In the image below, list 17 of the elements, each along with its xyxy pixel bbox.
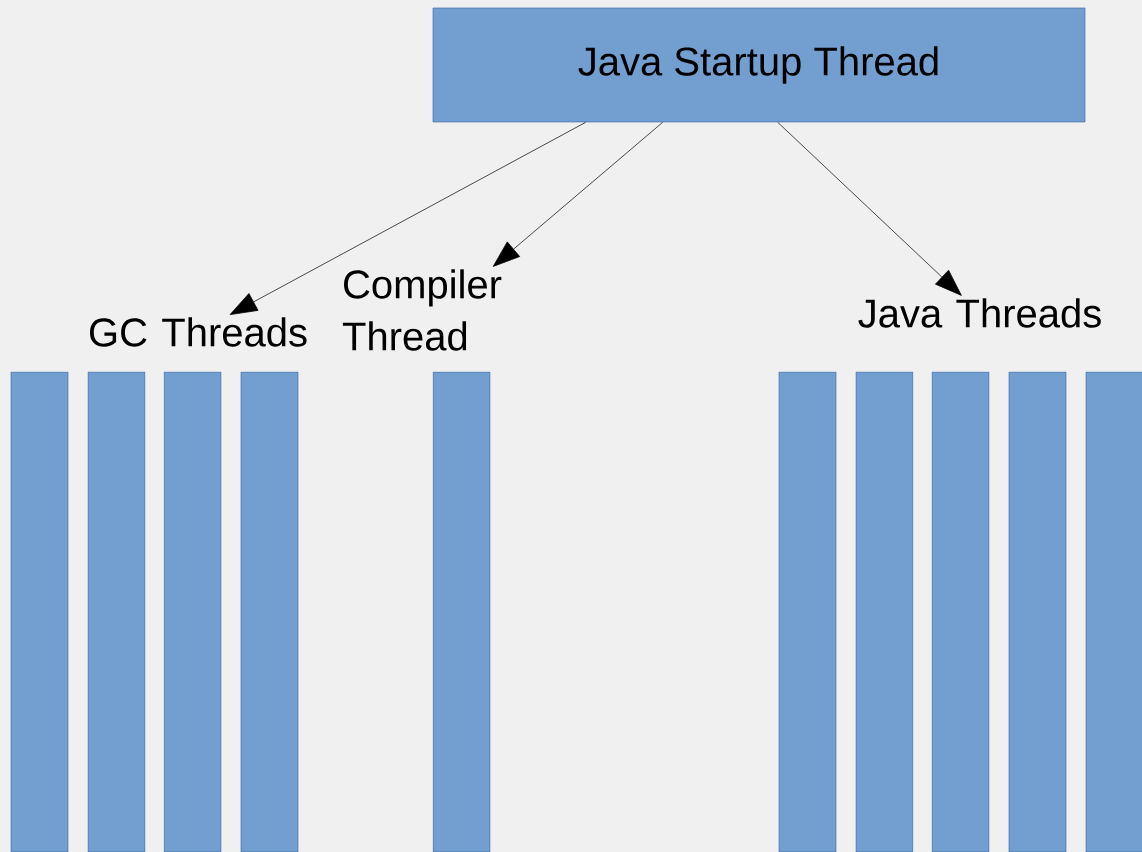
thread-label: Java Threads xyxy=(858,298,1101,328)
thread-bar xyxy=(931,371,990,852)
thread-box: Java Startup Thread xyxy=(432,7,1086,123)
thread-bar xyxy=(432,371,491,852)
arrow xyxy=(229,121,587,315)
thread-bar xyxy=(778,371,837,852)
thread-label: Compiler Thread xyxy=(342,269,502,351)
thread-label: GC Threads xyxy=(90,317,307,347)
thread-bar xyxy=(10,371,69,852)
thread-bar xyxy=(240,371,299,852)
thread-bar xyxy=(1008,371,1067,852)
arrow xyxy=(492,121,664,267)
thread-bar xyxy=(1085,371,1142,852)
thread-bar xyxy=(855,371,914,852)
thread-bar xyxy=(163,371,222,852)
arrow xyxy=(777,121,962,296)
thread-bar xyxy=(87,371,146,852)
